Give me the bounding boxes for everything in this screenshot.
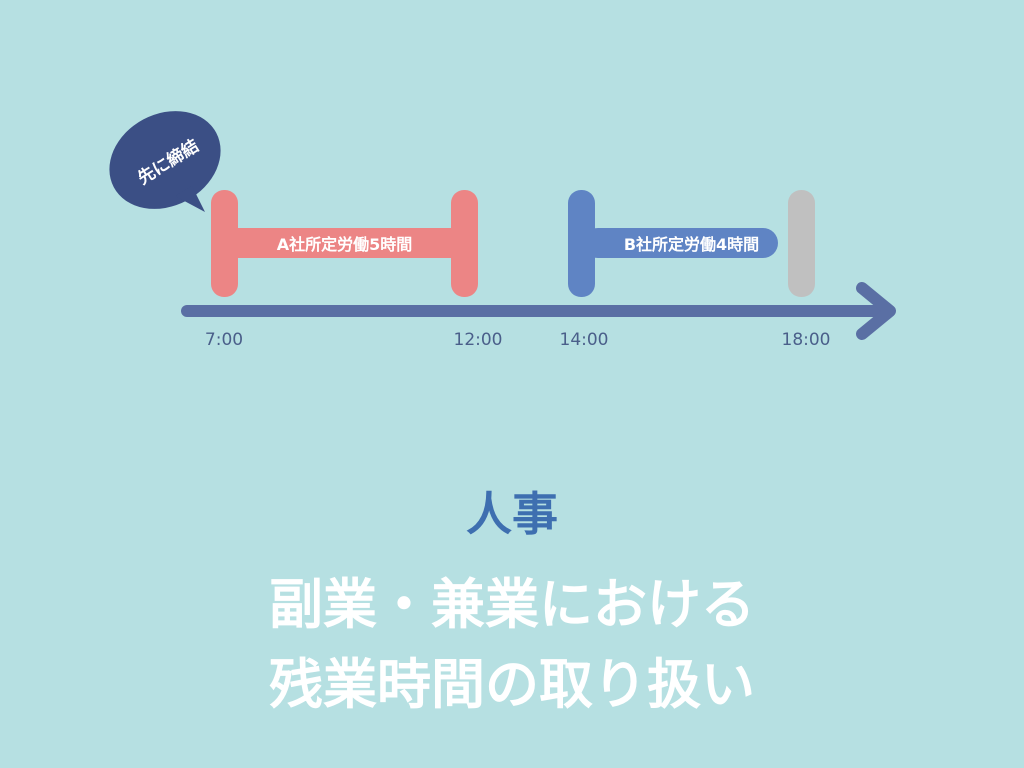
tick-label-1200: 12:00 (453, 330, 503, 350)
title-line-2: 残業時間の取り扱い (269, 653, 755, 716)
tick-label-1400: 14:00 (559, 330, 609, 350)
segment-a-end-marker (451, 190, 478, 297)
segment-b-start-marker (568, 190, 595, 297)
segment-b-bar (583, 228, 778, 258)
segment-a-start-marker (211, 190, 238, 297)
tick-label-0700: 7:00 (204, 330, 244, 350)
category-label: 人事 (466, 487, 558, 541)
tick-label-1800: 18:00 (781, 330, 831, 350)
segment-a-bar (238, 228, 464, 258)
speech-bubble (109, 111, 221, 212)
segment-a-label: A社所定労働5時間 (276, 235, 413, 254)
segment-b-end-marker (788, 190, 815, 297)
time-axis-arrow (181, 282, 896, 340)
segment-b-label: B社所定労働4時間 (623, 235, 760, 254)
title-line-1: 副業・兼業における (269, 573, 755, 636)
segment-a (211, 190, 478, 297)
segment-b (568, 190, 815, 297)
